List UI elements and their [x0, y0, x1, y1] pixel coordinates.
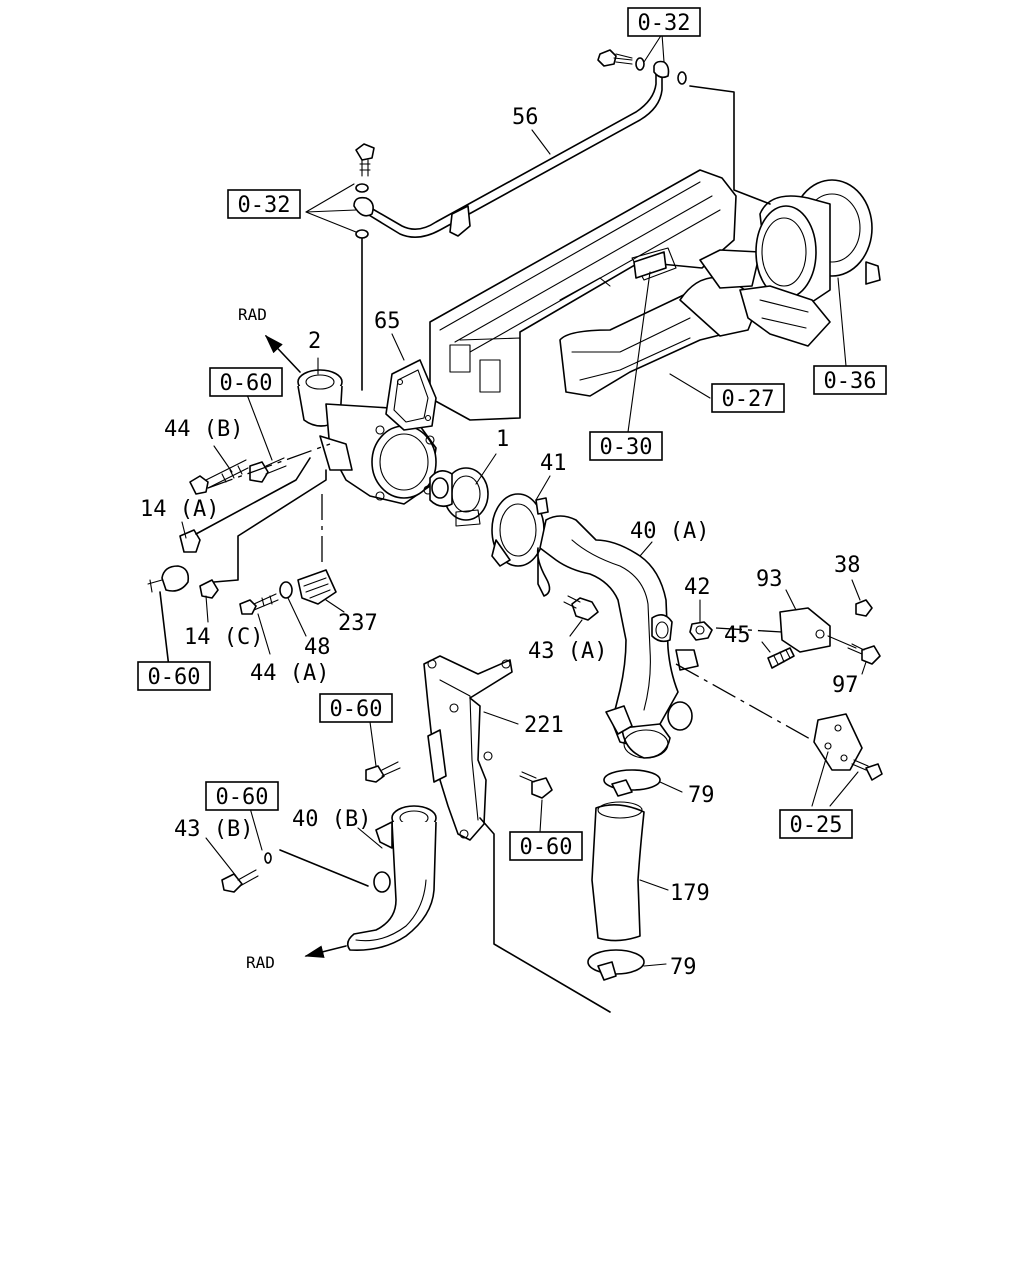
svg-text:0-32: 0-32: [238, 193, 291, 218]
label-1: 1: [496, 427, 509, 452]
label-14c: 14 (C): [184, 625, 263, 650]
bolt-221-left: [365, 761, 401, 783]
label-14a: 14 (A): [140, 497, 219, 522]
bracket-221: [423, 655, 513, 841]
bolt-44a: [239, 593, 279, 615]
ref-box-060-d: 0-60: [205, 781, 279, 811]
label-221: 221: [524, 713, 564, 738]
svg-text:0-60: 0-60: [148, 665, 201, 690]
label-leaders: [181, 33, 867, 967]
clamp-79-lower: [587, 949, 645, 981]
svg-text:0-27: 0-27: [722, 387, 775, 412]
label-79-upper: 79: [688, 783, 715, 808]
banjo-bolt-left: [355, 143, 375, 239]
ref-box-025: 0-25: [779, 809, 853, 839]
clamp-79-upper: [603, 769, 661, 797]
bolt-97: [847, 643, 881, 665]
label-56: 56: [512, 105, 539, 130]
leader-bolt-97: [827, 635, 857, 649]
washer-43b: [264, 852, 272, 864]
gasket-237: [297, 569, 337, 605]
label-237: 237: [338, 611, 378, 636]
gasket-41: [491, 493, 549, 567]
svg-text:0-30: 0-30: [600, 435, 653, 460]
water-pipe-40b: [346, 805, 437, 952]
svg-text:0-60: 0-60: [330, 697, 383, 722]
nut-38: [855, 599, 873, 617]
hose-179: [591, 801, 645, 942]
label-41: 41: [540, 451, 567, 476]
ref-box-032-left: 0-32: [227, 189, 301, 219]
gasket-65: [385, 359, 437, 431]
label-179: 179: [670, 881, 710, 906]
nut-42: [689, 621, 713, 641]
ref-box-027: 0-27: [711, 383, 785, 413]
ref-box-060-e: 0-60: [509, 831, 583, 861]
bolt-44b: [189, 459, 249, 495]
leader-14a: [195, 457, 311, 535]
label-rad-bottom: RAD: [246, 953, 275, 972]
label-44b: 44 (B): [164, 417, 243, 442]
label-48: 48: [304, 635, 331, 660]
label-42: 42: [684, 575, 711, 600]
svg-text:0-60: 0-60: [220, 371, 273, 396]
label-40b: 40 (B): [292, 807, 371, 832]
ref-box-032-top: 0-32: [627, 7, 701, 37]
ref-box-060-a: 0-60: [209, 367, 283, 397]
oil-pipe: [353, 60, 670, 238]
banjo-bolt-upper: [597, 49, 687, 85]
svg-text:0-60: 0-60: [216, 785, 269, 810]
leader-pipe-bracket: [675, 663, 813, 741]
svg-text:0-36: 0-36: [824, 369, 877, 394]
leader-44b: [207, 443, 331, 489]
svg-text:0-60: 0-60: [520, 835, 573, 860]
ref-box-060-c: 0-60: [319, 693, 393, 723]
bracket-93: [779, 607, 831, 653]
label-65: 65: [374, 309, 401, 334]
washer-48: [279, 581, 293, 599]
bolt-43b: [221, 869, 259, 893]
leader-oil-return: [689, 85, 771, 205]
ref-box-060-b: 0-60: [137, 661, 211, 691]
thermostat: [429, 467, 489, 527]
label-2: 2: [308, 329, 321, 354]
label-93: 93: [756, 567, 783, 592]
label-97: 97: [832, 673, 859, 698]
label-40a: 40 (A): [630, 519, 709, 544]
label-45: 45: [724, 623, 751, 648]
bracket-025: [813, 713, 883, 781]
bolt-43a: [563, 595, 599, 621]
label-38: 38: [834, 553, 861, 578]
label-rad-top: RAD: [238, 305, 267, 324]
leader-14c: [213, 469, 327, 583]
leader-bracket-93: [715, 627, 783, 633]
stud-45: [767, 647, 795, 669]
bolt-060-upper: [249, 457, 287, 483]
ref-box-036: 0-36: [813, 365, 887, 395]
turbocharger: [739, 179, 881, 347]
bolt-221-right: [519, 771, 553, 799]
ref-box-030: 0-30: [589, 431, 663, 461]
plug-14c: [199, 579, 219, 599]
arrow-rad-top: [264, 334, 301, 373]
label-43a: 43 (A): [528, 639, 607, 664]
arrow-rad-bottom: [304, 945, 347, 958]
svg-text:0-32: 0-32: [638, 11, 691, 36]
svg-text:0-25: 0-25: [790, 813, 843, 838]
water-pipe-40a: [536, 515, 699, 759]
leader-43b: [279, 849, 369, 887]
label-43b: 43 (B): [174, 817, 253, 842]
sensor: [147, 565, 190, 593]
exhaust-manifold: [429, 169, 761, 421]
label-79-lower: 79: [670, 955, 697, 980]
leader-221-clamp: [479, 817, 611, 1013]
label-44a: 44 (A): [250, 661, 329, 686]
